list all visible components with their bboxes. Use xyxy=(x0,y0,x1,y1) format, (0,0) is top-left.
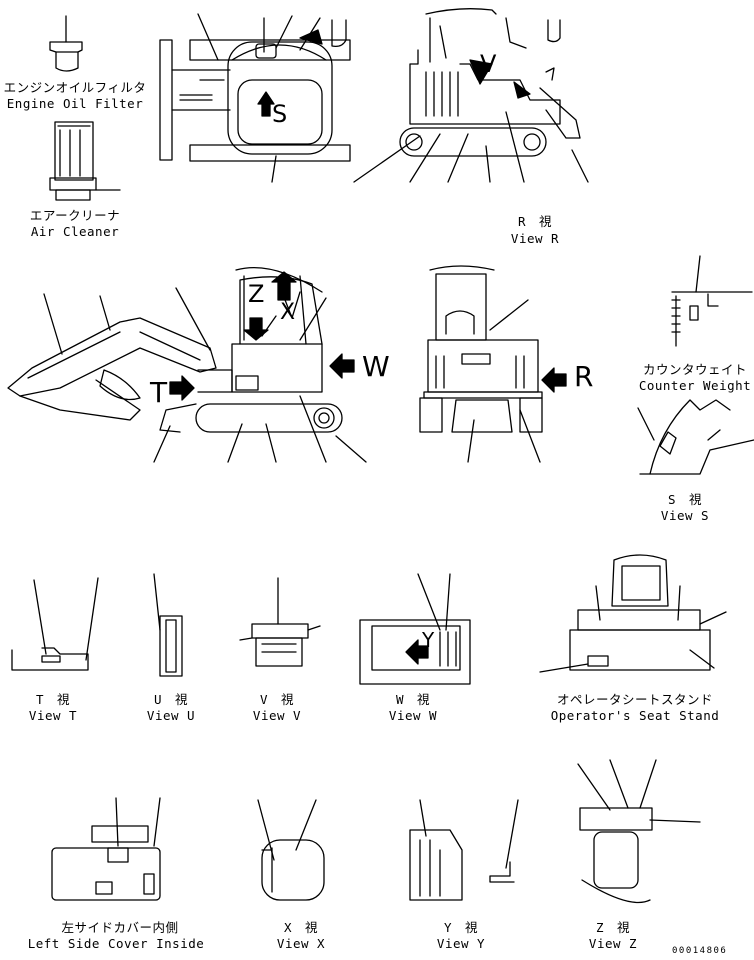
view-v-label-ja: V 視 xyxy=(259,692,295,707)
view-u-label-en: View U xyxy=(146,708,196,723)
callout-x: X xyxy=(280,300,296,325)
view-r-label-en: View R xyxy=(510,231,560,246)
view-v-drawing xyxy=(240,578,320,666)
view-y-drawing xyxy=(410,800,518,900)
view-t-drawing xyxy=(12,578,98,670)
view-z-label-ja: Z 視 xyxy=(595,920,631,935)
view-t-label-en: View T xyxy=(28,708,78,723)
view-w-label-en: View W xyxy=(388,708,438,723)
view-y-label-ja: Y 視 xyxy=(443,920,479,935)
callout-s: S xyxy=(272,100,288,128)
view-x-drawing xyxy=(258,800,324,900)
machine-side-view xyxy=(8,268,366,462)
view-x-label-en: View X xyxy=(276,936,326,951)
view-s-drawing xyxy=(638,400,754,474)
seat-stand-label-en: Operator's Seat Stand xyxy=(550,708,720,723)
engine-oil-filter-label-en: Engine Oil Filter xyxy=(6,96,144,111)
left-side-cover-label-ja: 左サイドカバー内側 xyxy=(61,920,179,935)
seat-stand-label-ja: オペレータシートスタンド xyxy=(556,692,713,707)
left-side-cover-label-en: Left Side Cover Inside xyxy=(27,936,205,951)
counter-weight-label-ja: カウンタウェイト xyxy=(642,362,747,377)
machine-top-view xyxy=(160,14,350,182)
view-x-label-ja: X 視 xyxy=(283,920,319,935)
view-y-label-en: View Y xyxy=(436,936,486,951)
view-w-label-ja: W 視 xyxy=(395,692,431,707)
view-v-label-en: View V xyxy=(252,708,302,723)
view-u-label-ja: U 視 xyxy=(153,692,189,707)
view-u-drawing xyxy=(154,574,182,676)
callout-z: Z xyxy=(248,280,265,308)
engine-oil-filter-drawing xyxy=(50,16,82,71)
callout-y: Y xyxy=(422,628,435,652)
counter-weight-label-en: Counter Weight xyxy=(638,378,752,393)
view-w-drawing xyxy=(360,574,470,684)
view-z-label-en: View Z xyxy=(588,936,638,951)
view-r-label-ja: R 視 xyxy=(517,214,553,229)
view-s-label-en: View S xyxy=(660,508,710,523)
engine-oil-filter-label-ja: エンジンオイルフィルタ xyxy=(3,80,147,95)
air-cleaner-label-en: Air Cleaner xyxy=(30,224,120,239)
view-z-drawing xyxy=(578,760,700,903)
view-s-label-ja: S 視 xyxy=(667,492,703,507)
left-side-cover-drawing xyxy=(52,798,160,900)
air-cleaner-drawing xyxy=(50,122,120,200)
callout-v: V xyxy=(480,50,497,78)
seat-stand-drawing xyxy=(540,555,726,672)
callout-w: W xyxy=(362,350,390,383)
machine-view-r xyxy=(354,9,588,182)
drawing-number: 00014806 xyxy=(672,946,728,956)
view-t-label-ja: T 視 xyxy=(35,692,71,707)
counter-weight-drawing xyxy=(672,256,752,346)
machine-rear-view xyxy=(420,266,566,462)
callout-t: T xyxy=(150,376,168,409)
callout-r: R xyxy=(574,360,594,393)
air-cleaner-label-ja: エアークリーナ xyxy=(29,208,121,223)
